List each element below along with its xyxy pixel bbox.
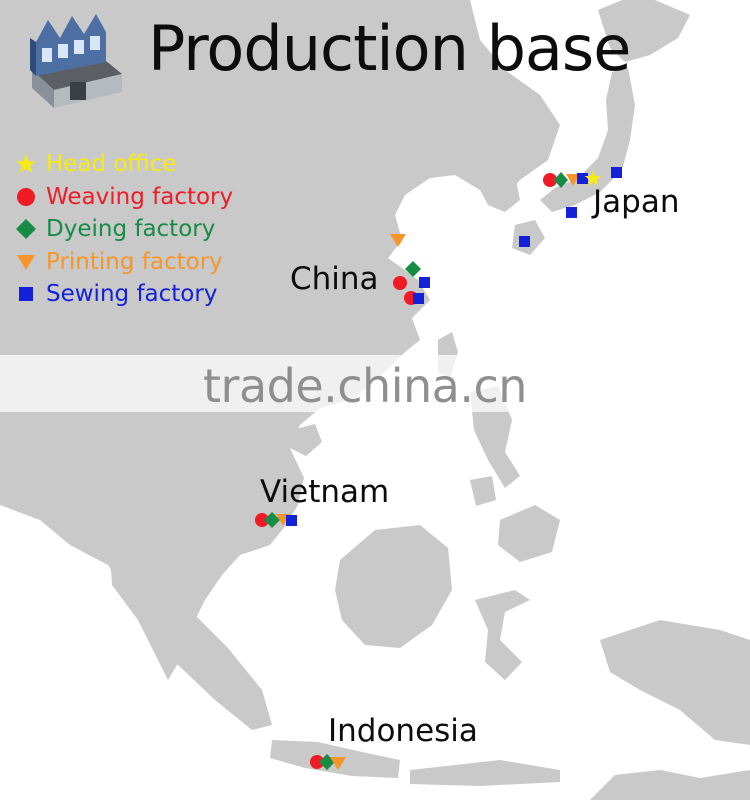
circle-icon: [17, 187, 35, 206]
label-japan: Japan: [593, 184, 680, 220]
land-new-guinea: [600, 620, 750, 745]
marker-japan-dyeing: [554, 172, 568, 188]
land-lesser-sunda: [410, 760, 560, 786]
diamond-icon: [16, 219, 36, 240]
marker-indonesia-weaving: [310, 755, 324, 769]
marker-china-printing: [390, 234, 406, 247]
legend-item-head-office: Head office: [14, 148, 233, 181]
land-australia: [590, 770, 750, 800]
marker-japan-head-office: [584, 170, 602, 186]
triangle-down-icon: [17, 254, 35, 270]
land-sulawesi: [475, 590, 530, 680]
marker-china-sewing-1: [419, 277, 430, 288]
marker-japan-weaving: [543, 173, 557, 187]
marker-vietnam-sewing: [286, 515, 297, 526]
watermark-text: trade.china.cn: [203, 359, 527, 413]
marker-china-sewing-2: [413, 293, 424, 304]
square-icon: [19, 287, 33, 302]
land-borneo: [335, 525, 452, 648]
legend: Head office Weaving factory Dyeing facto…: [14, 148, 233, 311]
label-china: China: [290, 261, 379, 297]
marker-japan-sewing-2: [611, 167, 622, 178]
legend-label-printing-factory: Printing factory: [46, 248, 223, 275]
marker-japan-printing: [566, 174, 580, 186]
land-sumatra: [110, 555, 272, 730]
legend-item-sewing-factory: Sewing factory: [14, 278, 233, 311]
legend-item-printing-factory: Printing factory: [14, 246, 233, 279]
legend-label-weaving-factory: Weaving factory: [46, 183, 234, 210]
legend-label-head-office: Head office: [46, 151, 177, 178]
legend-label-sewing-factory: Sewing factory: [46, 281, 218, 308]
star-icon: [16, 154, 36, 174]
marker-china-weaving-1: [393, 276, 407, 290]
land-hainan: [290, 424, 322, 456]
marker-indonesia-printing: [330, 757, 346, 770]
land-hokkaido: [598, 0, 690, 62]
land-korea: [468, 130, 520, 212]
legend-label-dyeing-factory: Dyeing factory: [46, 216, 216, 243]
label-indonesia: Indonesia: [328, 713, 478, 749]
marker-china-dyeing: [405, 261, 421, 277]
watermark-band: trade.china.cn: [0, 355, 750, 413]
marker-japan-sewing-1: [577, 173, 588, 184]
land-visayas: [470, 476, 496, 506]
page-title: Production base: [148, 12, 631, 85]
legend-item-weaving-factory: Weaving factory: [14, 181, 233, 214]
factory-icon: [26, 12, 126, 110]
land-mindanao: [498, 505, 560, 562]
land-mainland-asia: [0, 0, 560, 680]
marker-japan-sewing-3: [566, 207, 577, 218]
marker-japan-sewing-4: [519, 236, 530, 247]
marker-vietnam-weaving: [255, 513, 269, 527]
marker-indonesia-dyeing: [319, 754, 335, 770]
label-vietnam: Vietnam: [260, 474, 390, 510]
marker-vietnam-dyeing: [264, 512, 280, 528]
legend-item-dyeing-factory: Dyeing factory: [14, 213, 233, 246]
